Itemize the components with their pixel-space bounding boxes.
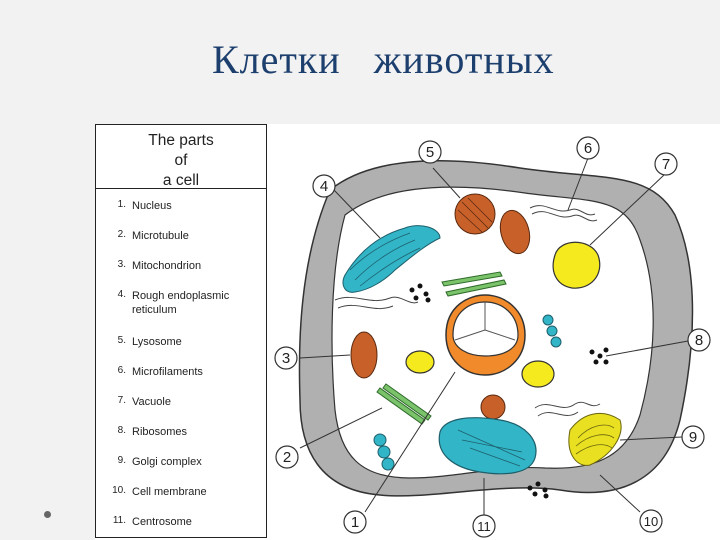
legend-heading-line: The parts (148, 132, 214, 149)
legend-item: 9. Golgi complex (102, 455, 252, 469)
mitochondrion (499, 209, 531, 255)
svg-text:10: 10 (644, 514, 658, 529)
legend-item: 10. Cell membrane (102, 485, 252, 499)
microfilaments (334, 205, 601, 417)
legend-item-number: 6. (117, 365, 126, 376)
rough-er (342, 225, 441, 293)
svg-text:3: 3 (282, 350, 290, 367)
callout-5: 5 (418, 140, 442, 164)
lysosome (454, 193, 496, 235)
svg-text:7: 7 (662, 156, 670, 173)
svg-text:11: 11 (477, 519, 491, 534)
nucleus-lines (454, 302, 516, 341)
callout-2: 2 (275, 445, 299, 469)
legend-item-number: 11. (112, 515, 126, 526)
slide-title: Клетки животных (212, 37, 555, 82)
legend-item-label: Nucleus (132, 200, 172, 212)
legend-item-label: Centrosome (132, 516, 192, 528)
callout-lines (299, 157, 689, 515)
legend-item: 6. Microfilaments (102, 365, 252, 379)
callout-1: 1 (343, 510, 367, 534)
legend-heading: The parts of a cell (96, 125, 266, 189)
svg-text:9: 9 (689, 429, 697, 446)
legend-item-number: 7. (117, 395, 126, 406)
callout-9: 9 (681, 425, 705, 449)
vacuole (521, 360, 555, 388)
legend-heading-line: a cell (162, 172, 200, 189)
legend-item-number: 2. (117, 229, 126, 240)
golgi-folds (575, 424, 615, 455)
golgi-complex (568, 412, 622, 466)
legend-item-label: Lysosome (132, 336, 182, 348)
callout-8: 8 (687, 328, 711, 352)
legend-item: 5. Lysosome (102, 335, 252, 349)
legend-item-number: 10. (112, 485, 126, 496)
legend-item: 4. Rough endoplasmic reticulum (102, 289, 252, 317)
ribosomes (409, 283, 609, 499)
callout-4: 4 (312, 174, 336, 198)
legend-item-number: 9. (117, 455, 126, 466)
legend-item-label: Cell membrane (132, 486, 207, 498)
centrosome-fibers (457, 429, 526, 467)
vacuole (552, 241, 601, 289)
legend-item: 1. Nucleus (102, 199, 252, 213)
microtubule-coils (373, 314, 562, 471)
legend-heading-line: of (174, 152, 188, 169)
legend-item-label: Mitochondrion (132, 260, 202, 272)
callout-6: 6 (576, 136, 600, 160)
legend-item-number: 1. (117, 199, 126, 210)
legend-item-label: Rough endoplasmic reticulum (132, 290, 230, 316)
svg-text:1: 1 (351, 514, 359, 531)
legend-item-label: Microtubule (132, 230, 189, 242)
legend-item-number: 3. (117, 259, 126, 270)
lysosome-hatch (457, 197, 493, 233)
legend-item-number: 8. (117, 425, 126, 436)
legend-item-label: Vacuole (132, 396, 171, 408)
svg-text:5: 5 (426, 144, 434, 161)
legend-item-label: Microfilaments (132, 366, 203, 378)
mitochondrion (350, 331, 378, 379)
legend-box: The parts of a cell 1. Nucleus 2. Microtub… (95, 124, 267, 538)
rough-er-folds (349, 232, 421, 287)
callout-11: 11 (472, 514, 496, 538)
slide-bullet (44, 511, 51, 518)
callout-7: 7 (654, 152, 678, 176)
legend-item: 11. Centrosome (102, 515, 252, 529)
mitochondrion (480, 394, 506, 420)
svg-text:2: 2 (283, 449, 291, 466)
legend-item-number: 4. (117, 289, 126, 300)
svg-text:6: 6 (584, 140, 592, 157)
legend-item-number: 5. (117, 335, 126, 346)
vacuole (405, 350, 435, 374)
svg-text:8: 8 (695, 332, 703, 349)
legend-item-label: Ribosomes (132, 426, 188, 438)
legend-item: 8. Ribosomes (102, 425, 252, 439)
legend-item-label: Golgi complex (132, 456, 202, 468)
callout-10: 10 (639, 509, 663, 533)
legend-item: 7. Vacuole (102, 395, 252, 409)
callout-3: 3 (274, 346, 298, 370)
legend-item: 3. Mitochondrion (102, 259, 252, 273)
callouts: 1 2 3 4 5 6 7 8 (274, 136, 711, 538)
legend-item: 2. Microtubule (102, 229, 252, 243)
centrosome (438, 417, 537, 475)
microtubules (376, 271, 507, 425)
svg-text:4: 4 (320, 178, 328, 195)
